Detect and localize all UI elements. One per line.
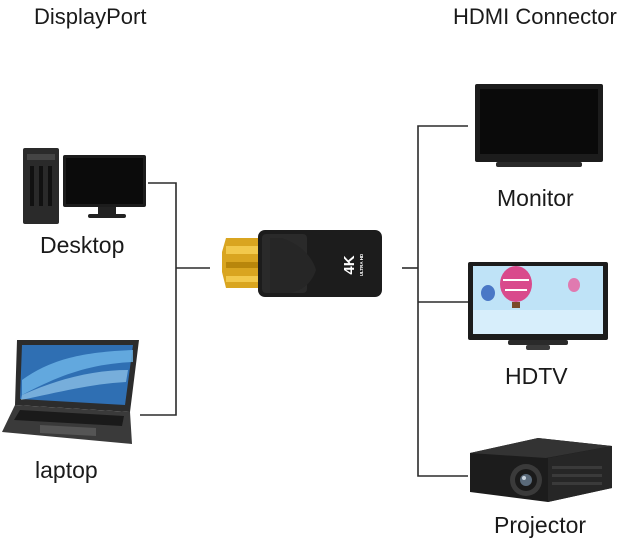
projector-label: Projector (494, 512, 587, 538)
targets-bus-line (417, 125, 468, 477)
projector-icon (470, 438, 612, 502)
laptop-label: laptop (35, 457, 98, 483)
monitor-label: Monitor (497, 185, 574, 211)
hot-air-balloon-large (500, 266, 532, 302)
displayport-to-hdmi-adapter-icon (222, 230, 382, 297)
desktop-computer-icon (23, 148, 146, 224)
adapter-sub-badge: ULTRA HD (359, 253, 364, 276)
adapter-badge: 4K (341, 255, 358, 274)
hot-air-balloon-small (481, 285, 495, 301)
hdtv-icon (468, 262, 608, 350)
hdtv-label: HDTV (505, 363, 568, 389)
desktop-line (140, 182, 177, 416)
laptop-icon (2, 340, 139, 444)
hdmi-connector-heading: HDMI Connector (453, 4, 617, 29)
connector-lines (140, 125, 468, 477)
monitor-icon (475, 84, 603, 167)
desktop-label: Desktop (40, 232, 125, 258)
displayport-heading: DisplayPort (34, 4, 147, 29)
hot-air-balloon-right (568, 278, 580, 292)
